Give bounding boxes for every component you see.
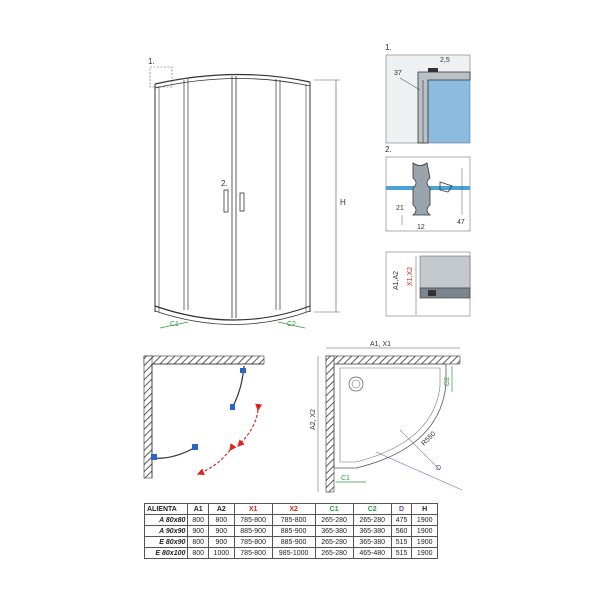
- front-elevation: 1. 2. H C1 C2: [148, 57, 346, 329]
- table-row: A 80x80 800 800 785-800 785-800 265-280 …: [143, 514, 438, 526]
- cell-c1: 265-280: [314, 536, 354, 548]
- plan-wall-left: [325, 355, 335, 493]
- detail2-label: 2.: [385, 145, 392, 154]
- plan-dimensions: A1, X1 A2, X2 C1 C2 R550 D: [310, 341, 463, 493]
- plan-c1-label: C1: [341, 475, 350, 482]
- cell-d: 515: [390, 536, 413, 548]
- cell-a1: 800: [187, 514, 210, 526]
- c2-dimension-line: [277, 321, 306, 329]
- d-dimension-line: [375, 451, 463, 491]
- cell-d: 475: [390, 514, 413, 526]
- cell-a1: 800: [187, 536, 210, 548]
- cell-c2: 365-380: [352, 536, 392, 548]
- cell-c1: 365-380: [314, 525, 354, 537]
- table-row: E 80x90 800 900 785-800 885-900 265-280 …: [143, 536, 438, 548]
- cell-x1: 785-800: [233, 514, 273, 526]
- col-h: H: [411, 503, 438, 515]
- cell-h: 1900: [411, 514, 438, 526]
- opening-arrow-upper: [237, 403, 263, 447]
- cell-a2: 900: [208, 525, 235, 537]
- table-row: A 90x90 900 900 885-900 885-900 365-380 …: [143, 525, 438, 537]
- c2-dimension-label: C2: [287, 321, 296, 328]
- top-curved-frame: [154, 73, 311, 85]
- col-d: D: [390, 503, 413, 515]
- detail2-dim-b: 12: [417, 224, 425, 231]
- cell-d: 515: [390, 547, 413, 559]
- cell-a2: 900: [208, 536, 235, 548]
- cell-model: E 80x100: [143, 547, 189, 559]
- dimension-table: ALIENTA A1 A2 X1 X2 C1 C2 D H A 80x80 80…: [143, 503, 438, 559]
- radius-line: [399, 429, 441, 471]
- c1-dimension-line: [159, 321, 189, 329]
- cell-model: A 90x90: [143, 525, 189, 537]
- right-handle: [239, 192, 245, 212]
- bottom-curved-edge: [154, 305, 311, 321]
- cell-a1: 800: [187, 547, 210, 559]
- cell-model: E 80x90: [143, 536, 189, 548]
- table-header-row: ALIENTA A1 A2 X1 X2 C1 C2 D H: [143, 503, 438, 515]
- cell-c1: 265-280: [314, 514, 354, 526]
- col-a2: A2: [208, 503, 235, 515]
- col-x2: X2: [271, 503, 316, 515]
- c1-dimension-label: C1: [170, 321, 179, 328]
- cell-x2: 885-900: [271, 525, 316, 537]
- detail3-dim-b: X1,X2: [407, 267, 414, 286]
- wall-hatch-left: [143, 355, 153, 479]
- cell-c2: 365-380: [352, 525, 392, 537]
- cell-x1: 885-900: [233, 525, 273, 537]
- plan-radius-label: R550: [420, 431, 437, 448]
- cell-h: 1900: [411, 525, 438, 537]
- detail2-callout-label: 2.: [221, 179, 228, 188]
- cell-a2: 800: [208, 514, 235, 526]
- detail1-dim-a: 2,5: [440, 57, 450, 64]
- cell-c1: 265-280: [314, 547, 354, 559]
- detail1-label: 1.: [385, 43, 392, 52]
- col-c2: C2: [352, 503, 392, 515]
- col-c1: C1: [314, 503, 354, 515]
- detail1-callout-box: [149, 66, 173, 88]
- opening-arrow-lower: [196, 443, 237, 476]
- detail1-callout-label: 1.: [148, 57, 155, 66]
- plan-dim-left-label: A2, X2: [310, 409, 317, 430]
- cell-a2: 1000: [208, 547, 235, 559]
- plan-wall-top: [325, 355, 461, 365]
- cell-h: 1900: [411, 547, 438, 559]
- col-x1: X1: [233, 503, 273, 515]
- drain: [348, 376, 364, 392]
- detail1-profile: 1. 2,5 37: [385, 43, 471, 144]
- cell-h: 1900: [411, 536, 438, 548]
- cell-x2: 885-900: [271, 536, 316, 548]
- col-model: ALIENTA: [143, 503, 189, 515]
- plan-door-opening: [143, 355, 265, 479]
- wall-hatch-top: [143, 355, 265, 365]
- table-row: E 80x100 800 1000 785-800 985-1000 265-2…: [143, 547, 438, 559]
- cell-model: A 80x80: [143, 514, 189, 526]
- cell-x1: 785-800: [233, 536, 273, 548]
- detail2-handle-section: 2. 21 12 47: [385, 145, 471, 232]
- left-handle: [223, 189, 229, 213]
- cell-c2: 265-280: [352, 514, 392, 526]
- cell-x2: 985-1000: [271, 547, 316, 559]
- detail2-dim-a: 21: [396, 205, 404, 212]
- cell-d: 560: [390, 525, 413, 537]
- left-door-panel: [151, 447, 195, 459]
- detail3-wall-section: A1,A2 X1,X2: [385, 251, 471, 317]
- cell-x2: 785-800: [271, 514, 316, 526]
- col-a1: A1: [187, 503, 210, 515]
- detail2-dim-c: 47: [457, 219, 465, 226]
- height-dimension-label: H: [340, 198, 346, 207]
- plan-d-label: D: [436, 465, 441, 472]
- plan-c2-label: C2: [444, 377, 451, 386]
- shower-tray-outline: [333, 363, 447, 469]
- detail1-dim-b: 37: [394, 70, 402, 77]
- detail3-dim-a: A1,A2: [393, 271, 400, 290]
- plan-dim-top-label: A1, X1: [370, 341, 391, 348]
- cell-x1: 785-800: [233, 547, 273, 559]
- cell-a1: 900: [187, 525, 210, 537]
- cell-c2: 465-480: [352, 547, 392, 559]
